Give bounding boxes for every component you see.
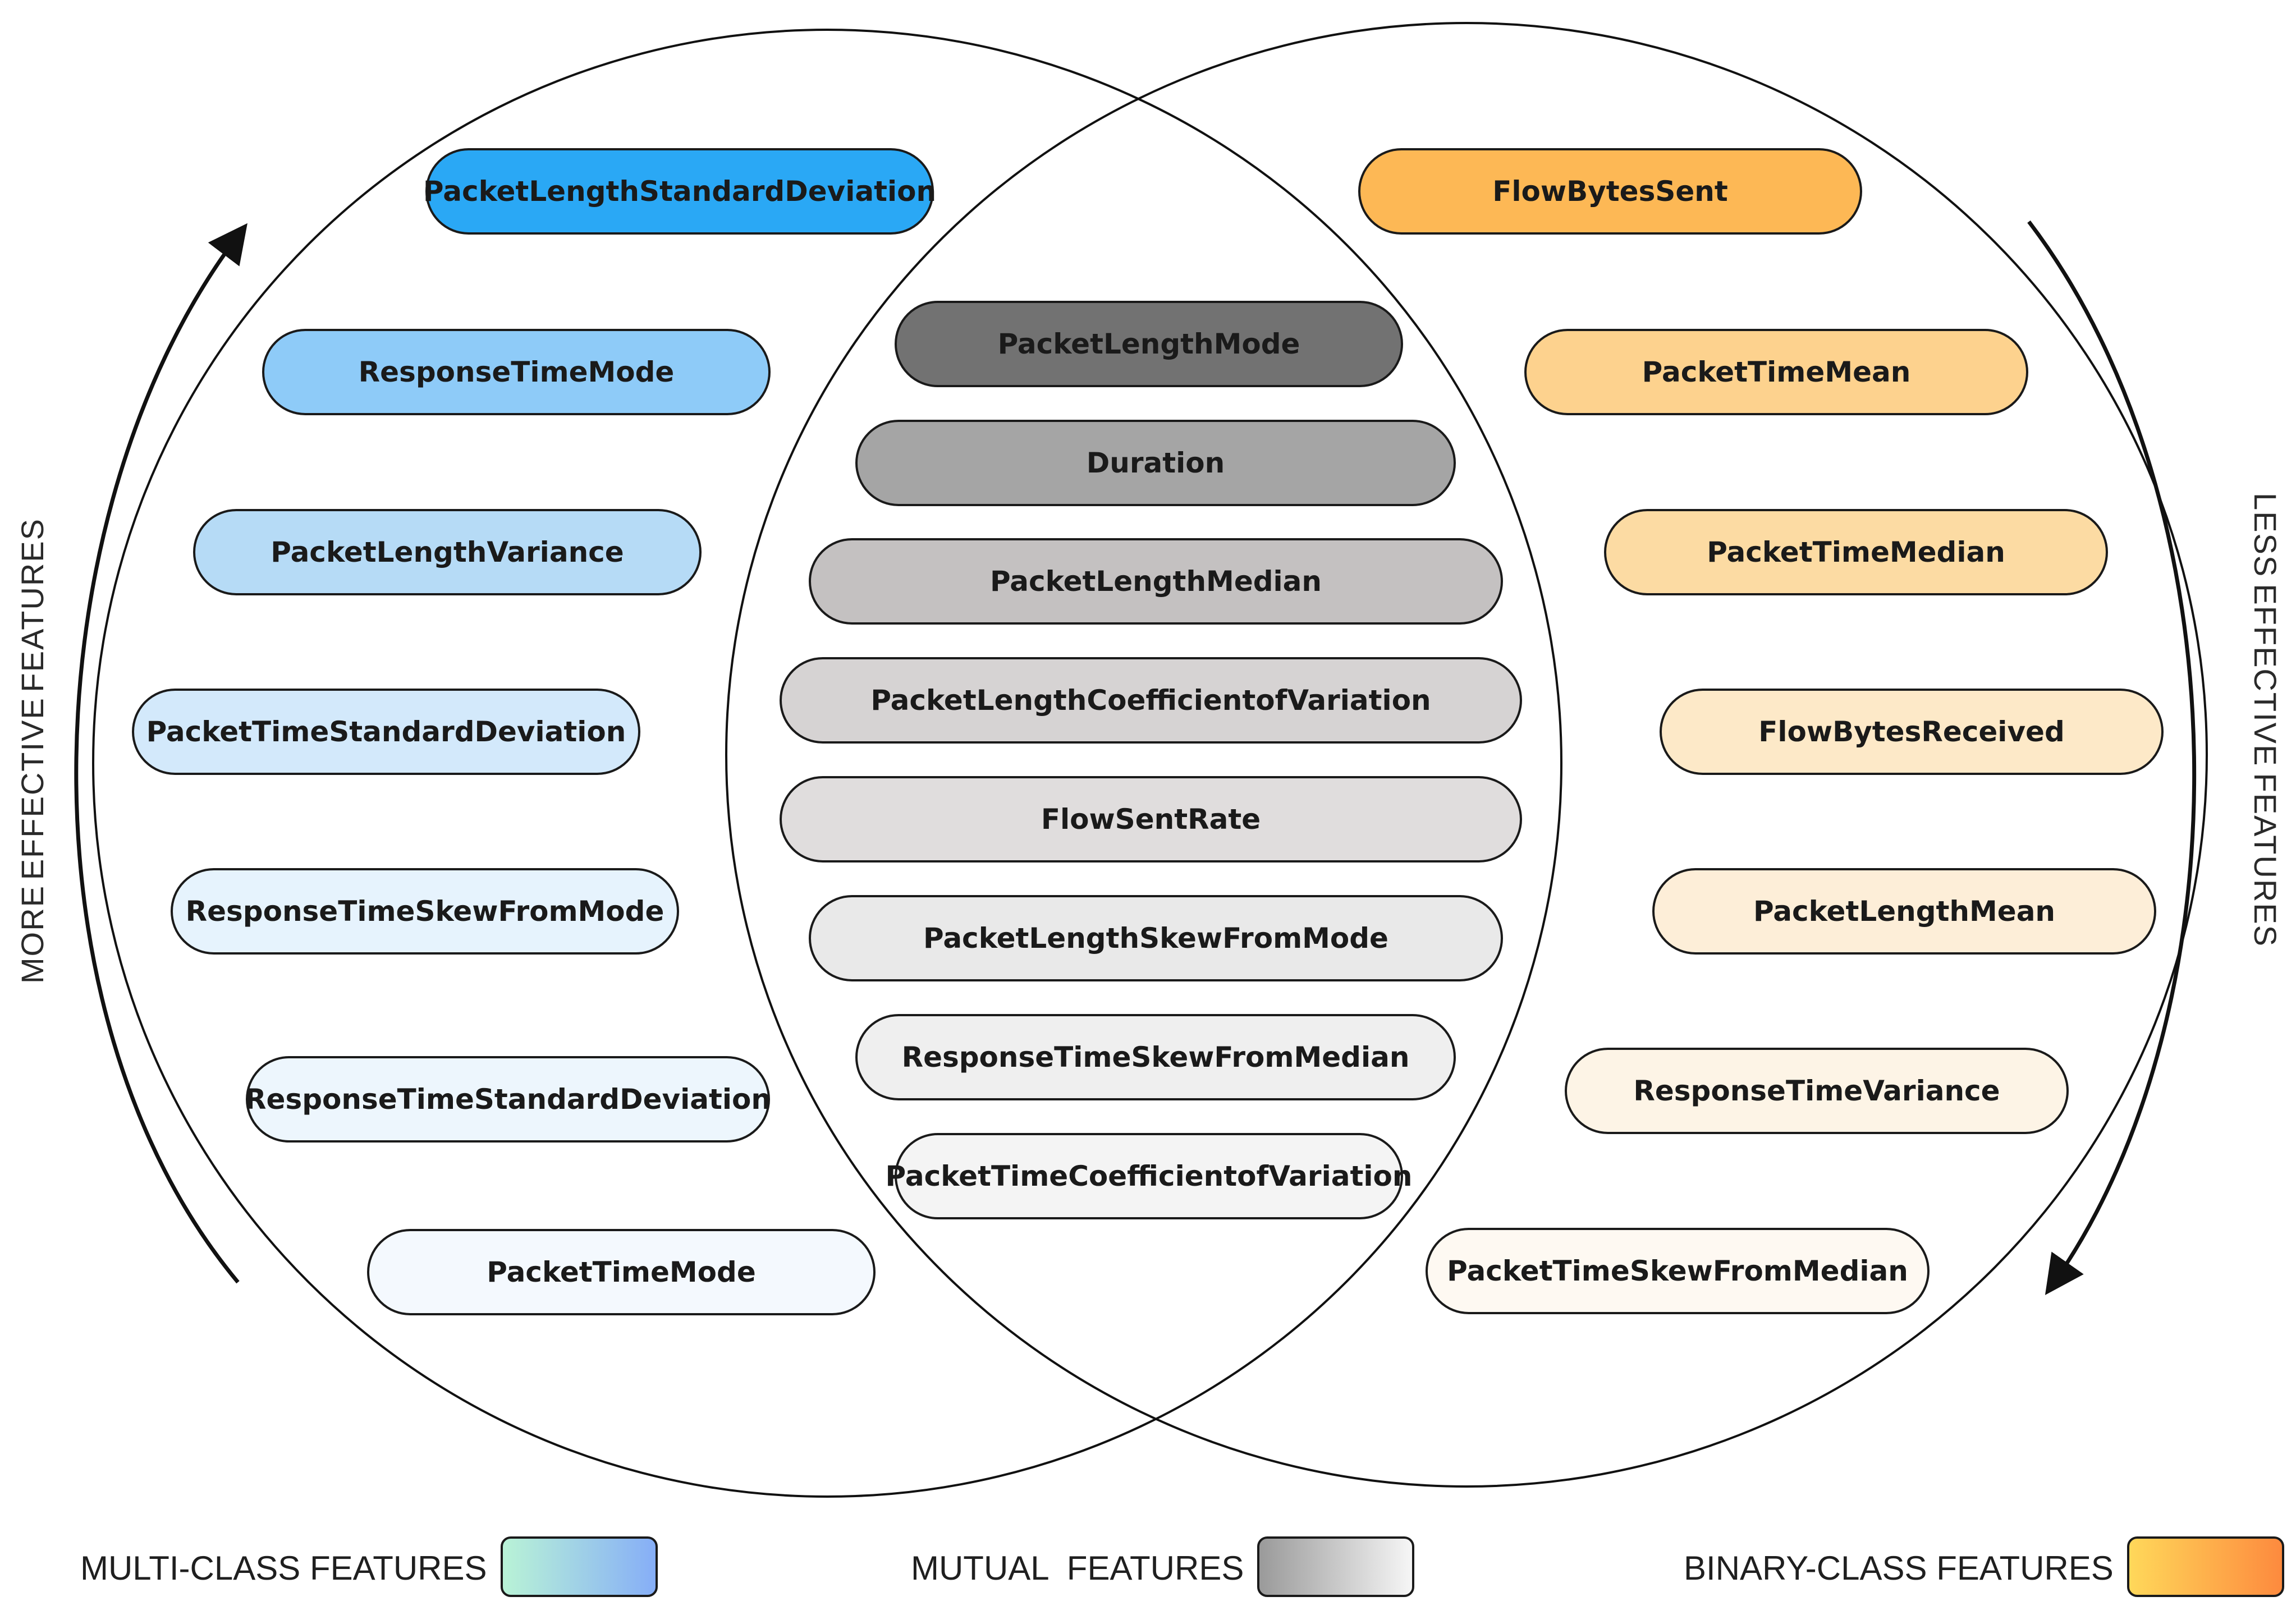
legend-binary-class-label: BINARY-CLASS FEATURES bbox=[1684, 1549, 2114, 1587]
binary-class-feature-pill: FlowBytesReceived bbox=[1660, 689, 2164, 775]
mutual-feature-pill: ResponseTimeSkewFromMedian bbox=[855, 1014, 1456, 1100]
effective-word: EFFECTIVE bbox=[2248, 584, 2283, 767]
features-word: FEATURES bbox=[2248, 773, 2283, 947]
legend-mutual-swatch bbox=[1257, 1536, 1414, 1597]
more-effective-label: MORE EFFECTIVE FEATURES bbox=[14, 518, 53, 984]
features-word: FEATURES bbox=[15, 518, 50, 692]
multi-class-feature-pill: PacketLengthStandardDeviation bbox=[423, 148, 936, 235]
mutual-feature-pill: PacketLengthMedian bbox=[809, 538, 1503, 625]
multi-class-feature-pill: PacketTimeStandardDeviation bbox=[132, 689, 640, 775]
binary-class-feature-pill: FlowBytesSent bbox=[1358, 148, 1862, 235]
legend-mutual-label: MUTUAL FEATURES bbox=[911, 1549, 1244, 1587]
binary-class-set-circle bbox=[725, 22, 2208, 1488]
more-effective-arrow bbox=[74, 223, 248, 1284]
mutual-feature-pill: PacketLengthSkewFromMode bbox=[809, 895, 1503, 981]
multi-class-feature-pill: ResponseTimeSkewFromMode bbox=[171, 868, 679, 955]
binary-class-feature-pill: ResponseTimeVariance bbox=[1565, 1048, 2069, 1134]
mutual-feature-pill: PacketLengthMode bbox=[895, 301, 1403, 387]
legend-multi-class-swatch bbox=[501, 1536, 658, 1597]
multi-class-feature-pill: ResponseTimeMode bbox=[262, 329, 771, 415]
binary-class-feature-pill: PacketTimeMedian bbox=[1604, 509, 2108, 595]
less-effective-arrow bbox=[2027, 220, 2197, 1295]
more-word: MORE bbox=[15, 885, 50, 984]
multi-class-feature-pill: PacketTimeMode bbox=[367, 1229, 876, 1315]
multi-class-feature-pill: ResponseTimeStandardDeviation bbox=[245, 1056, 771, 1143]
legend-multi-class-label: MULTI-CLASS FEATURES bbox=[80, 1549, 487, 1587]
multi-class-set-circle bbox=[92, 29, 1562, 1498]
mutual-feature-pill: PacketLengthCoefficientofVariation bbox=[780, 657, 1522, 744]
less-word: LESS bbox=[2248, 493, 2283, 578]
binary-class-feature-pill: PacketTimeSkewFromMedian bbox=[1426, 1228, 1930, 1314]
mutual-feature-pill: FlowSentRate bbox=[780, 776, 1522, 862]
multi-class-feature-pill: PacketLengthVariance bbox=[193, 509, 702, 595]
binary-class-feature-pill: PacketTimeMean bbox=[1524, 329, 2028, 415]
less-effective-label: LESS EFFECTIVE FEATURES bbox=[2244, 493, 2284, 947]
binary-class-feature-pill: PacketLengthMean bbox=[1652, 868, 2156, 955]
effective-word: EFFECTIVE bbox=[15, 697, 50, 880]
legend-binary-class-swatch bbox=[2127, 1536, 2284, 1597]
mutual-feature-pill: PacketTimeCoefficientofVariation bbox=[886, 1133, 1412, 1219]
mutual-feature-pill: Duration bbox=[855, 420, 1456, 506]
